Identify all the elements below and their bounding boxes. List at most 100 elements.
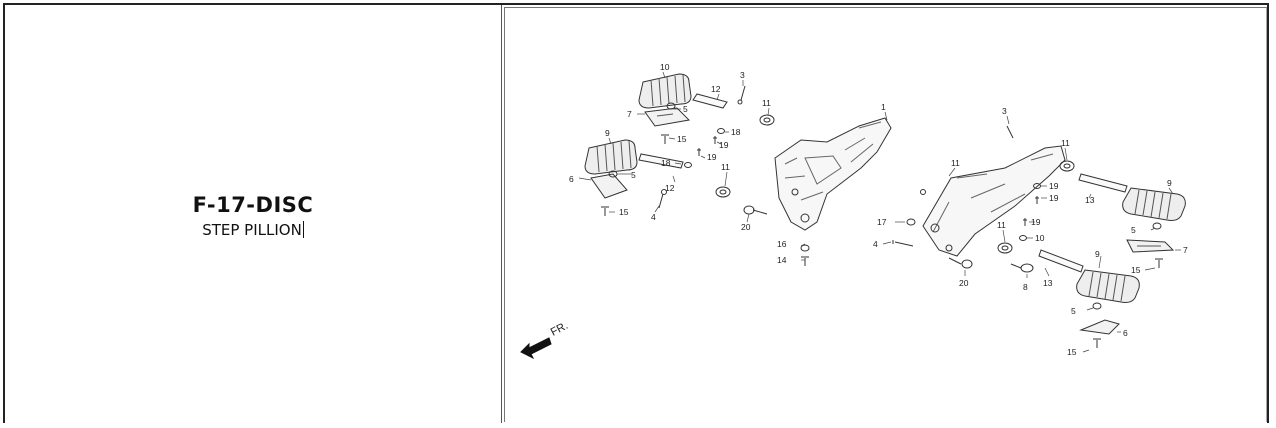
callout-3: 3: [740, 70, 745, 80]
part-info-panel: F-17-DISC STEP PILLION: [5, 5, 501, 423]
step-bracket-icon: [1079, 319, 1120, 335]
callout-10: 11: [951, 158, 960, 168]
diagram-panel: 10 3 12 11 1 5 7 15 18 19 9 18 19 5 6 12: [502, 5, 1267, 423]
callout-9b: 9: [605, 128, 610, 138]
callout-17: 17: [877, 217, 887, 227]
callout-19d: 19: [1031, 217, 1041, 227]
callout-5: 5: [683, 104, 688, 114]
callout-20: 20: [741, 222, 751, 232]
callout-15: 15: [677, 134, 687, 144]
callout-15b: 15: [619, 207, 629, 217]
callout-15c: 15: [1131, 265, 1141, 275]
bolt-icon: [1155, 258, 1163, 268]
bolt-icon: [1006, 125, 1014, 139]
bolt-icon: [1093, 338, 1101, 348]
pin-icon: [1078, 173, 1128, 193]
callout-18d: 10: [1035, 233, 1045, 243]
pin-icon: [1038, 249, 1084, 273]
bolt-icon: [801, 256, 809, 266]
callout-19c: 19: [1049, 193, 1059, 203]
nut-icon: [1019, 235, 1027, 241]
pillion-bracket-icon: [922, 145, 1066, 257]
washer-icon: [1059, 160, 1075, 172]
exploded-diagram: 10 3 12 11 1 5 7 15 18 19 9 18 19 5 6 12: [504, 7, 1267, 422]
bolt-icon: [658, 193, 664, 209]
callout-7: 7: [627, 109, 632, 119]
callout-19b: 19: [707, 152, 717, 162]
washer-icon: [715, 186, 731, 198]
callout-9d: 9: [1095, 249, 1100, 259]
pin-icon: [638, 153, 684, 169]
callout-19: 19: [719, 140, 729, 150]
direction-label: FR.: [549, 320, 570, 339]
callout-13: 13: [1085, 195, 1095, 205]
washer-icon: [759, 114, 775, 126]
bolt-icon: [601, 206, 609, 216]
callout-11b: 11: [721, 162, 730, 172]
callout-18b: 18: [661, 158, 671, 168]
footpeg-rubber-icon: [1076, 269, 1140, 303]
panel-divider: [501, 5, 502, 423]
footpeg-rubber-icon: [638, 73, 692, 109]
bolt-icon: [743, 205, 755, 215]
page-frame: F-17-DISC STEP PILLION: [3, 3, 1269, 423]
callout-4b: 4: [873, 239, 878, 249]
callout-9c: 9: [1167, 178, 1172, 188]
callout-numbers: 10 3 12 11 1 5 7 15 18 19 9 18 19 5 6 12: [569, 62, 1188, 357]
callout-18: 18: [731, 127, 741, 137]
callout-5d: 5: [1071, 306, 1076, 316]
callout-20b: 20: [959, 278, 969, 288]
bolt-icon: [740, 85, 746, 101]
callout-5c: 5: [1131, 225, 1136, 235]
callout-12: 12: [711, 84, 721, 94]
callout-7b: 7: [1183, 245, 1188, 255]
part-code: F-17-DISC: [192, 193, 314, 217]
callout-13b: 13: [1043, 278, 1053, 288]
nut-icon: [1033, 183, 1041, 189]
callout-11c: 11: [1061, 138, 1070, 148]
callout-18c: 19: [1049, 181, 1059, 191]
pillion-bracket-icon: [774, 117, 892, 231]
part-title-text: STEP PILLION: [202, 221, 302, 239]
callout-5b: 5: [631, 170, 636, 180]
clip-icon: [697, 148, 701, 156]
callout-15d: 15: [1067, 347, 1077, 357]
text-cursor: [302, 221, 304, 238]
callout-4: 4: [651, 212, 656, 222]
bolt-icon: [661, 134, 669, 144]
callout-12b: 12: [665, 183, 675, 193]
callout-3b: 3: [1002, 106, 1007, 116]
leader-lines: [578, 71, 1181, 353]
bolt-icon: [1020, 263, 1034, 273]
nut-icon: [666, 102, 676, 110]
step-bracket-icon: [590, 173, 628, 199]
diagram-svg: 10 3 12 11 1 5 7 15 18 19 9 18 19 5 6 12: [520, 62, 1188, 360]
callout-14: 14: [777, 255, 787, 265]
callout-9: 10: [660, 62, 670, 72]
washer-icon: [997, 242, 1013, 254]
front-direction-arrow-icon: FR.: [520, 320, 570, 360]
callout-8: 8: [1023, 282, 1028, 292]
footpeg-rubber-icon: [1122, 187, 1186, 221]
callout-6b: 6: [1123, 328, 1128, 338]
bolt-icon: [906, 218, 916, 226]
nut-icon: [684, 162, 692, 168]
callout-16: 16: [777, 239, 787, 249]
nut-icon: [1152, 222, 1162, 230]
pin-icon: [892, 240, 914, 247]
clip-icon: [1035, 196, 1039, 204]
nut-icon: [717, 128, 725, 134]
clip-icon: [713, 136, 717, 144]
nut-icon: [1092, 302, 1102, 310]
bolt-icon: [961, 259, 973, 269]
callout-11d: 11: [997, 220, 1006, 230]
callout-11: 11: [762, 98, 771, 108]
nut-icon: [800, 244, 810, 252]
callout-1: 1: [881, 102, 886, 112]
pin-icon: [692, 93, 728, 109]
callout-6: 6: [569, 174, 574, 184]
step-plate-icon: [644, 107, 691, 127]
clip-icon: [1023, 218, 1027, 226]
footpeg-rubber-icon: [584, 139, 638, 175]
part-title: STEP PILLION: [5, 221, 501, 239]
